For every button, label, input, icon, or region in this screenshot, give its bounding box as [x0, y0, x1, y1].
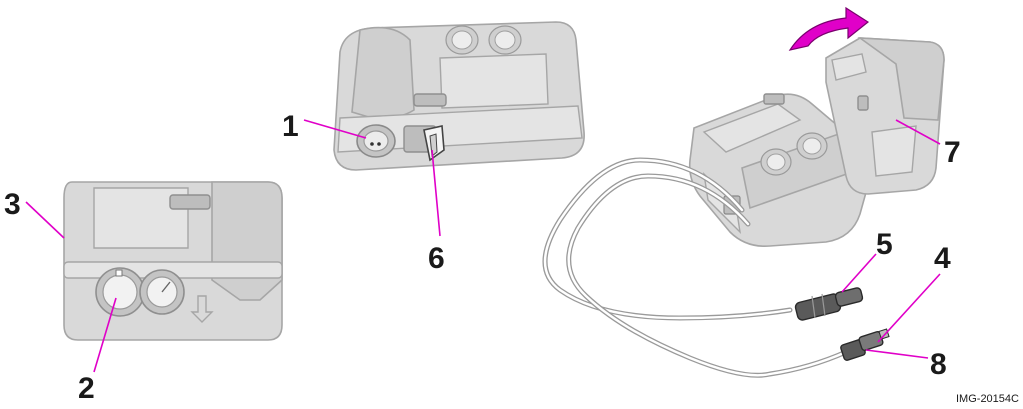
- rotate-arrow-icon: [788, 6, 870, 51]
- callout-5: 5: [876, 228, 893, 261]
- leader-line-2: [93, 297, 117, 373]
- power-plug: [840, 328, 890, 361]
- callout-4: 4: [934, 242, 951, 275]
- leader-line-7: [895, 119, 941, 145]
- compressor-with-bottle-view: [688, 93, 873, 248]
- power-cable: [566, 173, 849, 378]
- leader-line-8: [865, 349, 929, 359]
- image-id: IMG-20154C: [956, 393, 1019, 405]
- hose-connector: [794, 287, 864, 321]
- leader-line-5: [841, 253, 877, 293]
- leader-line-4: [877, 273, 941, 343]
- callout-7: 7: [944, 136, 961, 169]
- air-hose: [542, 157, 793, 321]
- callout-2: 2: [78, 372, 95, 405]
- callout-6: 6: [428, 242, 445, 275]
- leader-line-6: [431, 149, 441, 237]
- callout-1: 1: [282, 110, 299, 143]
- leader-line-3: [25, 201, 65, 239]
- callout-8: 8: [930, 348, 947, 381]
- sealant-bottle: [825, 37, 945, 195]
- leader-line-1: [303, 119, 367, 139]
- compressor-front-view: [63, 181, 283, 341]
- compressor-rear-view: [333, 21, 585, 171]
- callout-3: 3: [4, 188, 21, 221]
